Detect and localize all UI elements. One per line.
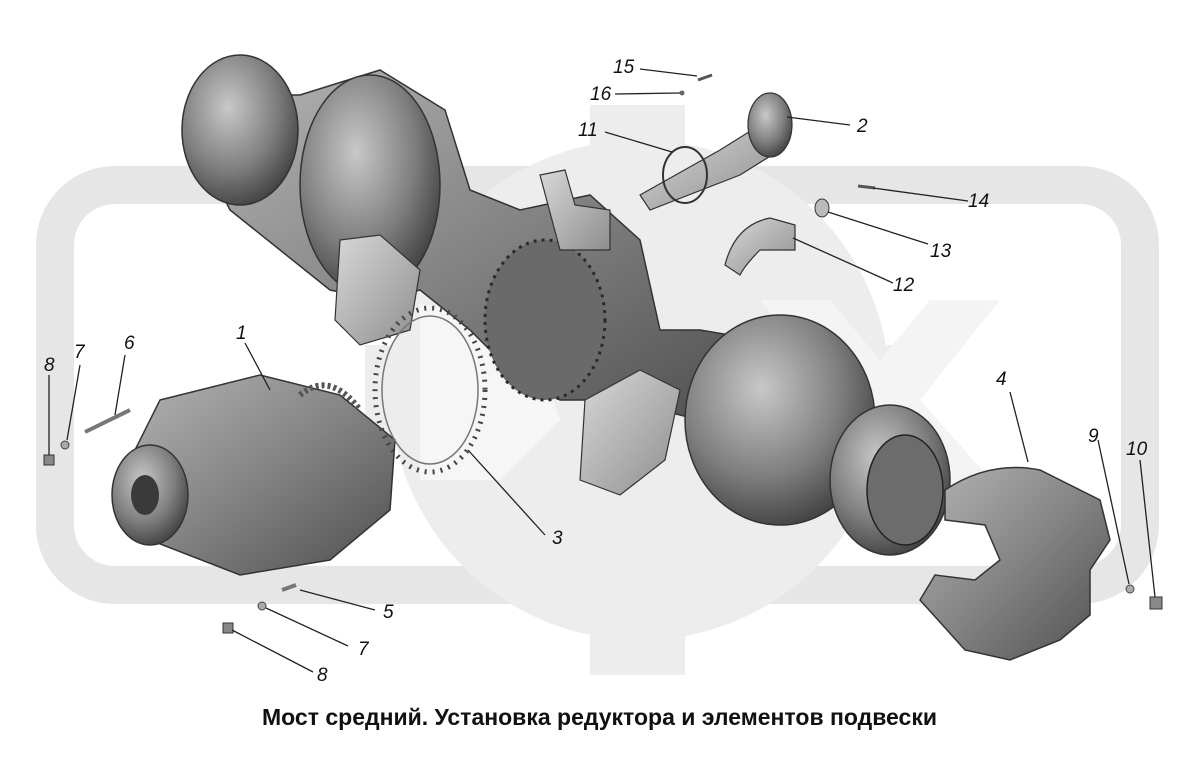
callout-11: 11: [578, 120, 598, 141]
nut-8-bottom: [222, 622, 234, 634]
input-flange: [747, 92, 793, 158]
callout-9: 9: [1088, 426, 1099, 447]
flange-gasket: [662, 146, 708, 204]
callout-10: 10: [1126, 439, 1148, 460]
callout-7-bottom: 7: [358, 639, 369, 660]
housing-gasket-inner: [381, 315, 479, 465]
washer-9: [1125, 584, 1135, 594]
callout-4: 4: [996, 369, 1007, 390]
reducer-gearbox: [111, 374, 396, 576]
callout-15: 15: [613, 57, 635, 78]
reducer-gear-crown: [298, 382, 363, 412]
callout-5: 5: [383, 602, 394, 623]
cotter-pin: [697, 73, 713, 82]
callout-8-bottom: 8: [317, 665, 328, 686]
callout-13: 13: [930, 241, 952, 262]
right-hub-flange: [866, 434, 944, 546]
callout-1: 1: [236, 323, 247, 344]
callout-3: 3: [552, 528, 563, 549]
callout-6: 6: [124, 333, 135, 354]
stud-5: [281, 583, 297, 592]
housing-center-opening: [483, 238, 607, 402]
right-suspension-bracket: [579, 369, 681, 496]
figure-caption: Мост средний. Установка редуктора и элем…: [262, 704, 937, 730]
input-shaft-assembly: [639, 92, 793, 211]
axle-housing: [181, 54, 951, 556]
callout-2: 2: [857, 116, 868, 137]
watermark-gear-tooth: [590, 615, 685, 675]
nut-8-left: [43, 454, 55, 466]
watermark-gear-tooth: [590, 105, 685, 165]
housing-gasket: [372, 305, 488, 475]
bearing-cap: [724, 217, 796, 276]
washer-7-bottom: [257, 601, 267, 611]
left-hub-drum: [181, 54, 299, 206]
reducer-flange-center: [131, 475, 159, 515]
callout-14: 14: [968, 191, 990, 212]
axle-bracket: [539, 169, 611, 251]
callout-8-left: 8: [44, 355, 55, 376]
stud-6: [84, 408, 131, 434]
cap-bolt: [857, 184, 876, 190]
callout-12: 12: [893, 275, 915, 296]
washer-7-left: [60, 440, 70, 450]
lock-washer: [814, 198, 830, 218]
nut-10: [1149, 596, 1163, 610]
left-suspension-bracket: [334, 234, 421, 346]
leader-lines: [48, 68, 1156, 673]
callout-16: 16: [590, 84, 612, 105]
washer-small: [679, 90, 685, 96]
suspension-support: [919, 466, 1111, 661]
callout-7-left: 7: [74, 342, 85, 363]
